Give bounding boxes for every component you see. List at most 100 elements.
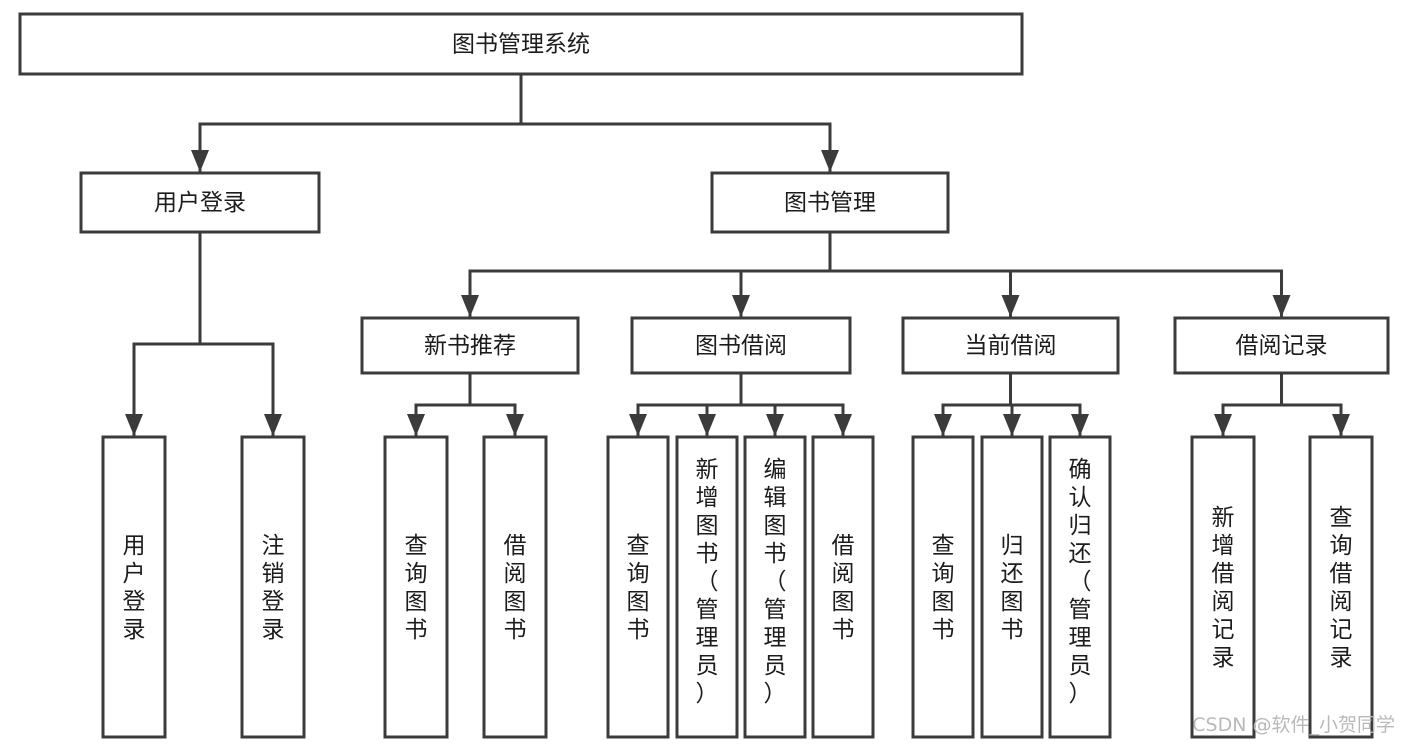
node-box-leaf-borrow-book bbox=[811, 435, 875, 739]
arrow-head-icon bbox=[934, 414, 952, 436]
arrow-head-icon bbox=[821, 150, 839, 172]
node-label-leaf-add-book-char: 增 bbox=[696, 485, 719, 511]
node-user-login[interactable]: 用户登录 bbox=[79, 171, 321, 234]
node-label-leaf-return-book-char: 图 bbox=[1001, 589, 1024, 615]
node-label-leaf-add-book-char: 书 bbox=[696, 541, 719, 567]
node-label-leaf-borrow-book-char: 借 bbox=[832, 533, 855, 559]
node-box-leaf-query-book-current bbox=[911, 435, 975, 739]
node-box-leaf-logout bbox=[240, 435, 306, 739]
node-label-new-book-rec: 新书推荐 bbox=[424, 333, 516, 359]
node-label-leaf-edit-book-char: 理 bbox=[764, 625, 787, 651]
node-box-leaf-query-book-rec bbox=[383, 435, 449, 739]
node-label-leaf-borrow-book-rec-char: 图 bbox=[504, 589, 527, 615]
node-label-leaf-query-record-char: 阅 bbox=[1330, 589, 1353, 615]
node-label-leaf-query-book-rec-char: 查 bbox=[405, 533, 428, 559]
node-box-leaf-query-record bbox=[1308, 435, 1374, 739]
node-label-leaf-query-book-current-char: 图 bbox=[932, 589, 955, 615]
node-label-leaf-borrow-book-rec-char: 阅 bbox=[504, 561, 527, 587]
node-label-leaf-edit-book-char: 管 bbox=[764, 597, 787, 623]
node-label-leaf-add-book-char: 新 bbox=[696, 457, 719, 483]
node-label-leaf-confirm-return-char: 认 bbox=[1069, 485, 1092, 511]
arrow-head-icon bbox=[506, 414, 524, 436]
node-box-leaf-confirm-return bbox=[1048, 435, 1112, 739]
node-label-leaf-query-book-rec-char: 书 bbox=[405, 617, 428, 643]
node-label-leaf-return-book-char: 书 bbox=[1001, 617, 1024, 643]
node-label-leaf-logout-char: 登 bbox=[262, 589, 285, 615]
node-current-borrow[interactable]: 当前借阅 bbox=[901, 316, 1120, 375]
node-label-leaf-borrow-book-rec-char: 书 bbox=[504, 617, 527, 643]
node-box-new-book-rec bbox=[360, 316, 580, 375]
node-box-leaf-user-login bbox=[101, 435, 167, 739]
node-label-leaf-user-login-char: 用 bbox=[123, 533, 146, 559]
node-label-leaf-logout-char: 注 bbox=[262, 533, 285, 559]
node-leaf-user-login[interactable]: 用户登录 bbox=[101, 435, 167, 739]
node-new-book-rec[interactable]: 新书推荐 bbox=[360, 316, 580, 375]
node-label-leaf-add-book-char: （ bbox=[696, 569, 719, 595]
node-label-leaf-confirm-return-char: 员 bbox=[1069, 653, 1092, 679]
arrow-head-icon bbox=[1003, 414, 1021, 436]
node-book-borrow[interactable]: 图书借阅 bbox=[630, 316, 852, 375]
node-label-leaf-edit-book-char: 辑 bbox=[764, 485, 787, 511]
node-label-leaf-query-book-current-char: 询 bbox=[932, 561, 955, 587]
node-label-leaf-borrow-book-char: 图 bbox=[832, 589, 855, 615]
arrow-head-icon bbox=[629, 414, 647, 436]
arrow-head-icon bbox=[698, 414, 716, 436]
arrow-head-icon bbox=[1272, 295, 1291, 317]
node-label-leaf-add-record-char: 录 bbox=[1212, 645, 1235, 671]
node-label-root: 图书管理系统 bbox=[452, 32, 590, 58]
node-book-manage[interactable]: 图书管理 bbox=[710, 171, 950, 234]
node-label-leaf-confirm-return-char: 还 bbox=[1069, 541, 1092, 567]
node-borrow-record[interactable]: 借阅记录 bbox=[1173, 316, 1390, 375]
node-label-leaf-logout-char: 录 bbox=[262, 617, 285, 643]
arrow-head-icon bbox=[264, 414, 282, 436]
node-label-leaf-edit-book-char: （ bbox=[764, 569, 787, 595]
arrow-head-icon bbox=[1071, 414, 1089, 436]
connectors-layer bbox=[125, 72, 1350, 437]
node-box-leaf-return-book bbox=[980, 435, 1044, 739]
node-label-leaf-add-record-char: 借 bbox=[1212, 561, 1235, 587]
node-label-leaf-confirm-return-char: 理 bbox=[1069, 625, 1092, 651]
node-box-user-login bbox=[79, 171, 321, 234]
arrow-head-icon bbox=[407, 414, 425, 436]
node-label-leaf-confirm-return-char: ） bbox=[1069, 681, 1092, 707]
node-box-root bbox=[18, 12, 1024, 76]
node-label-leaf-query-book-rec-char: 图 bbox=[405, 589, 428, 615]
node-label-leaf-query-book-borrow-char: 书 bbox=[627, 617, 650, 643]
node-label-leaf-add-record-char: 阅 bbox=[1212, 589, 1235, 615]
node-label-leaf-query-record-char: 记 bbox=[1330, 617, 1353, 643]
node-label-leaf-edit-book-char: 图 bbox=[764, 513, 787, 539]
node-label-leaf-query-record-char: 查 bbox=[1330, 505, 1353, 531]
node-label-leaf-confirm-return-char: 确 bbox=[1069, 457, 1092, 483]
node-label-leaf-edit-book-char: 编 bbox=[764, 457, 787, 483]
node-root[interactable]: 图书管理系统 bbox=[18, 12, 1024, 76]
node-label-leaf-confirm-return-char: 归 bbox=[1069, 513, 1092, 539]
node-label-leaf-borrow-book-char: 书 bbox=[832, 617, 855, 643]
node-box-leaf-add-book bbox=[675, 435, 739, 739]
arrow-head-icon bbox=[1001, 295, 1020, 317]
node-label-book-manage: 图书管理 bbox=[784, 190, 876, 216]
arrow-head-icon bbox=[191, 150, 209, 172]
node-label-borrow-record: 借阅记录 bbox=[1236, 333, 1328, 359]
node-label-leaf-edit-book-char: ） bbox=[764, 681, 787, 707]
node-box-borrow-record bbox=[1173, 316, 1390, 375]
node-label-current-borrow: 当前借阅 bbox=[965, 333, 1057, 359]
node-label-leaf-user-login-char: 录 bbox=[123, 617, 146, 643]
node-label-leaf-query-record-char: 录 bbox=[1330, 645, 1353, 671]
node-label-leaf-query-book-borrow-char: 询 bbox=[627, 561, 650, 587]
watermark-label: CSDN @软件_小贺同学 bbox=[1192, 714, 1395, 736]
node-label-leaf-return-book-char: 还 bbox=[1001, 561, 1024, 587]
arrow-head-icon bbox=[766, 414, 784, 436]
